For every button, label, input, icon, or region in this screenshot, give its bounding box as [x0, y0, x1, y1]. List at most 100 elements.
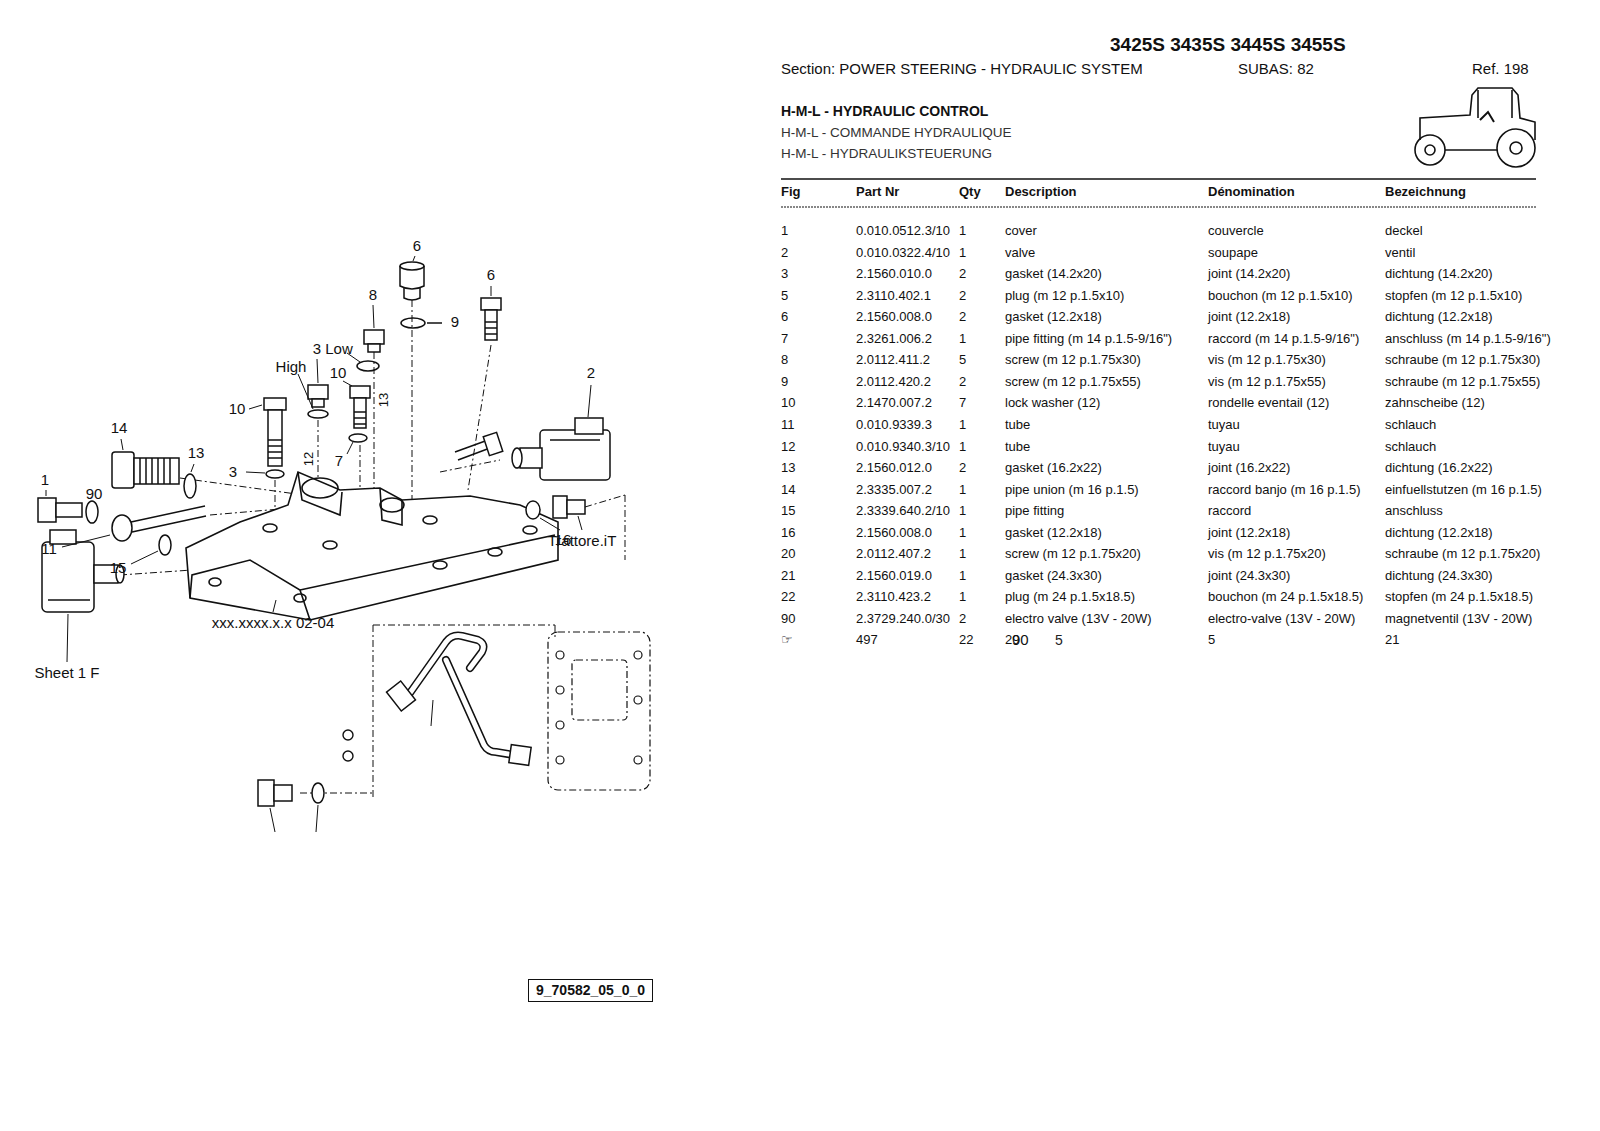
table-cell: bouchon (m 12 p.1.5x10) [1208, 288, 1353, 303]
table-cell: 12 [781, 439, 795, 454]
table-cell: 6 [781, 310, 788, 325]
table-cell: 497 [856, 633, 878, 648]
callout-number: 14 [111, 419, 128, 436]
table-cell: 9 [781, 374, 788, 389]
reference-page: 5 [1055, 632, 1063, 648]
table-cell: 0.010.9340.3/10 [856, 439, 950, 454]
table-cell: schraube (m 12 p.1.75x55) [1385, 374, 1540, 389]
table-cell: vis (m 12 p.1.75x55) [1208, 374, 1326, 389]
table-cell: 2.1560.019.0 [856, 568, 932, 583]
table-cell: 2 [959, 310, 966, 325]
callout-number: xxx.xxxx.x.x 02-04 [212, 614, 335, 631]
table-cell: 1 [959, 331, 966, 346]
table-cell: rondelle eventail (12) [1208, 396, 1329, 411]
table-cell: lock washer (12) [1005, 396, 1100, 411]
table-cell: dichtung (12.2x18) [1385, 310, 1493, 325]
drawing-code: 9_70582_05_0_0 [536, 982, 645, 999]
subassembly-code: SUBAS: 82 [1238, 60, 1314, 77]
column-header: Part Nr [856, 185, 899, 200]
table-cell: 20 [781, 547, 795, 562]
table-cell: 7 [781, 331, 788, 346]
table-cell: 2.0112.407.2 [856, 547, 931, 562]
table-cell: 0.010.0322.4/10 [856, 245, 950, 260]
table-cell: couvercle [1208, 224, 1264, 239]
table-cell: 1 [959, 590, 966, 605]
table-cell: 14 [781, 482, 795, 497]
table-cell: dichtung (14.2x20) [1385, 267, 1493, 282]
table-cell: schraube (m 12 p.1.75x30) [1385, 353, 1540, 368]
table-cell: screw (m 12 p.1.75x55) [1005, 374, 1141, 389]
table-cell: 2.1470.007.2 [856, 396, 932, 411]
table-cell: 2 [959, 461, 966, 476]
table-cell: 2 [959, 267, 966, 282]
group-title-de: H-M-L - HYDRAULIKSTEUERUNG [781, 146, 992, 162]
table-cell: plug (m 12 p.1.5x10) [1005, 288, 1124, 303]
table-cell: stopfen (m 24 p.1.5x18.5) [1385, 590, 1533, 605]
table-cell: screw (m 12 p.1.75x30) [1005, 353, 1141, 368]
table-cell: tuyau [1208, 417, 1240, 432]
table-cell: anschluss [1385, 504, 1443, 519]
table-cell: 1 [959, 568, 966, 583]
table-cell: raccord (m 14 p.1.5-9/16") [1208, 331, 1359, 346]
table-cell: joint (12.2x18) [1208, 310, 1290, 325]
table-cell: valve [1005, 245, 1035, 260]
table-cell: 16 [781, 525, 795, 540]
table-cell: 2 [959, 374, 966, 389]
table-cell: 2.1560.008.0 [856, 310, 932, 325]
table-cell: 1 [959, 547, 966, 562]
table-cell: screw (m 12 p.1.75x20) [1005, 547, 1141, 562]
table-cell: gasket (24.3x30) [1005, 568, 1102, 583]
table-cell: 2.3110.402.1 [856, 288, 931, 303]
table-cell: gasket (16.2x22) [1005, 461, 1102, 476]
table-cell: plug (m 24 p.1.5x18.5) [1005, 590, 1135, 605]
table-cell: 1 [959, 504, 966, 519]
table-cell: 2.3335.007.2 [856, 482, 932, 497]
table-cell: 11 [781, 417, 795, 432]
table-cell: 2 [959, 288, 966, 303]
callout-number: 2 [587, 364, 595, 381]
table-cell: 22 [959, 633, 973, 648]
table-cell: 2.1560.008.0 [856, 525, 932, 540]
callout-number: Trattore.iT [548, 532, 617, 549]
table-cell: dichtung (16.2x22) [1385, 461, 1493, 476]
table-cell: 8 [781, 353, 788, 368]
position-label: 12 [302, 452, 317, 466]
table-cell: schlauch [1385, 417, 1436, 432]
callout-number: 10 [330, 364, 347, 381]
table-cell: deckel [1385, 224, 1423, 239]
table-cell: einfuellstutzen (m 16 p.1.5) [1385, 482, 1542, 497]
table-cell: 2.3261.006.2 [856, 331, 932, 346]
reference-number: Ref. 198 [1472, 60, 1529, 77]
table-cell: joint (14.2x20) [1208, 267, 1290, 282]
table-cell: 0.010.0512.3/10 [856, 224, 950, 239]
callout-number: 8 [369, 286, 377, 303]
column-header: Dénomination [1208, 185, 1295, 200]
drawing-reference-box: 9_70582_05_0_0 [528, 979, 653, 1002]
callout-number: 3 [313, 340, 321, 357]
table-cell: pipe union (m 16 p.1.5) [1005, 482, 1139, 497]
table-cell: schraube (m 12 p.1.75x20) [1385, 547, 1540, 562]
callout-number: 90 [86, 485, 103, 502]
page-title: 3425S 3435S 3445S 3455S [1110, 34, 1346, 56]
table-cell: bouchon (m 24 p.1.5x18.5) [1208, 590, 1363, 605]
table-cell: 2.0112.420.2 [856, 374, 931, 389]
callout-number: 6 [413, 237, 421, 254]
table-cell: soupape [1208, 245, 1258, 260]
table-cell: 10 [781, 396, 795, 411]
table-cell: pipe fitting [1005, 504, 1064, 519]
table-cell: 2.1560.010.0 [856, 267, 932, 282]
callout-number: 10 [229, 400, 246, 417]
callout-number: 3 [229, 463, 237, 480]
group-title: H-M-L - HYDRAULIC CONTROL [781, 103, 988, 119]
table-cell: 5 [959, 353, 966, 368]
table-cell: 1 [781, 224, 788, 239]
table-cell: stopfen (m 12 p.1.5x10) [1385, 288, 1522, 303]
table-cell: 2.0112.411.2 [856, 353, 930, 368]
callout-number: 9 [451, 313, 459, 330]
table-cell: electro valve (13V - 20W) [1005, 611, 1152, 626]
table-cell: dichtung (24.3x30) [1385, 568, 1493, 583]
table-cell: 3 [781, 267, 788, 282]
table-cell: 1 [959, 224, 966, 239]
